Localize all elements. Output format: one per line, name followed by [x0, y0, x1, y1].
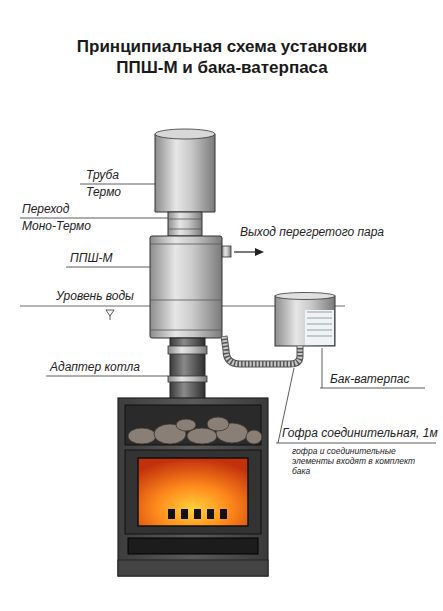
steam-generator-body: [150, 236, 222, 338]
chimney-pipe: [155, 130, 215, 212]
part-label: Термо: [86, 186, 121, 200]
transition: [168, 212, 202, 236]
steam-arrow: [234, 251, 258, 252]
grate: [168, 509, 227, 519]
diagram-title: Принципиальная схема установки ППШ-М и б…: [52, 36, 392, 79]
part-label: Гофра соединительная, 1м: [282, 427, 438, 441]
stones: [128, 417, 262, 444]
stone-compartment: [125, 405, 261, 445]
leader-lines: [20, 184, 436, 443]
steam-outlet: [222, 246, 231, 257]
part-label: Бак-ватерпас: [330, 373, 409, 387]
part-label: Переход: [22, 203, 69, 217]
part-label: Моно-Термо: [22, 220, 91, 234]
part-label: Адаптер котла: [50, 361, 140, 375]
level-tank: [275, 296, 335, 346]
stove-body: [118, 398, 268, 576]
part-label: ППШ-М: [70, 252, 112, 266]
level-label: Уровень воды: [56, 290, 134, 304]
outlet-label: Выход перегретого пара: [240, 226, 384, 240]
note-text: гофра и соединительные элементы входят в…: [292, 446, 434, 477]
corrugated-hose: [224, 336, 300, 364]
level-mark: [106, 310, 114, 316]
ash-slot: [128, 538, 258, 554]
part-label: Труба: [86, 169, 119, 183]
firebox-window: [138, 458, 248, 526]
